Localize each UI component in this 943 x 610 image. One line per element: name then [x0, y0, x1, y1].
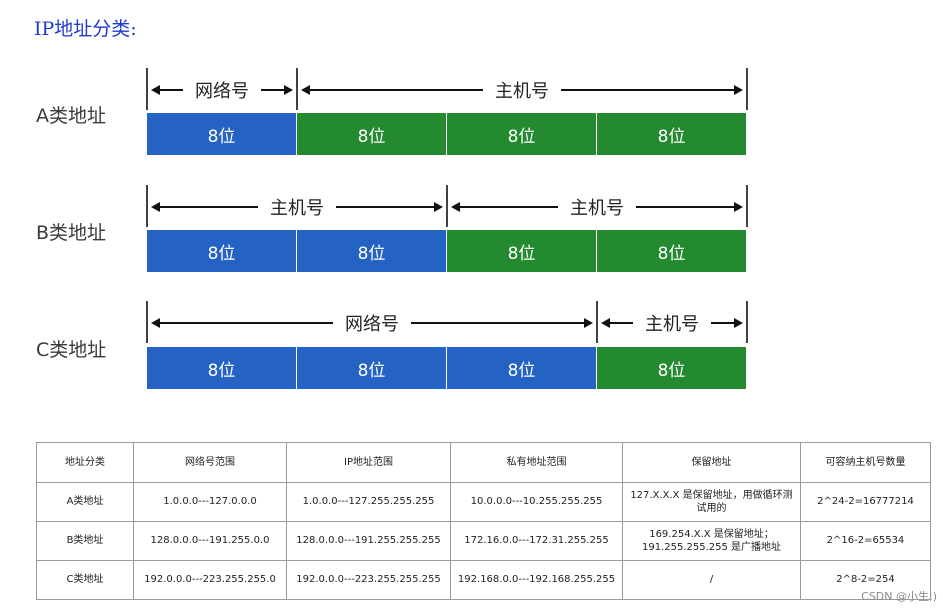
- table-cell: 2^8-2=254: [800, 560, 931, 600]
- table-header-cell: 保留地址: [622, 442, 801, 483]
- page-title: IP地址分类:: [34, 18, 137, 40]
- arrow-head-left: [151, 202, 160, 212]
- table-row: B类地址 128.0.0.0---191.255.0.0 128.0.0.0--…: [36, 521, 931, 561]
- table-cell: 127.X.X.X 是保留地址，用做循环测试用的: [622, 482, 801, 522]
- host-bits-cell: 8位: [447, 113, 597, 155]
- table-cell: 1.0.0.0---127.0.0.0: [133, 482, 287, 522]
- table-cell: 1.0.0.0---127.255.255.255: [286, 482, 451, 522]
- table-cell: C类地址: [36, 560, 134, 600]
- table-cell: 2^16-2=65534: [800, 521, 931, 561]
- table-cell: 192.168.0.0---192.168.255.255: [450, 560, 623, 600]
- table-cell: 192.0.0.0---223.255.255.255: [286, 560, 451, 600]
- table-header-cell: 网络号范围: [133, 442, 287, 483]
- table-cell: /: [622, 560, 801, 600]
- table-cell: 169.254.X.X 是保留地址；191.255.255.255 是广播地址: [622, 521, 801, 561]
- span-label: 网络号: [333, 310, 411, 336]
- host-bits-cell: 8位: [447, 230, 597, 272]
- network-bits-cell: 8位: [147, 230, 297, 272]
- span-label: 主机号: [483, 77, 561, 103]
- table-header-row: 地址分类 网络号范围 IP地址范围 私有地址范围 保留地址 可容纳主机号数量: [36, 442, 931, 483]
- watermark: CSDN @小生;): [861, 590, 937, 603]
- host-bits-cell: 8位: [597, 230, 747, 272]
- host-bits-cell: 8位: [597, 347, 747, 389]
- table-cell: 10.0.0.0---10.255.255.255: [450, 482, 623, 522]
- arrow-head-left: [151, 85, 160, 95]
- table-header-cell: IP地址范围: [286, 442, 451, 483]
- arrow-head-right: [734, 202, 743, 212]
- arrow-head-left: [301, 85, 310, 95]
- row-label: C类地址: [36, 339, 107, 361]
- network-bits-cell: 8位: [447, 347, 597, 389]
- network-bits-cell: 8位: [297, 347, 447, 389]
- arrow-head-right: [434, 202, 443, 212]
- network-bits-cell: 8位: [147, 113, 297, 155]
- table-cell: 128.0.0.0---191.255.0.0: [133, 521, 287, 561]
- host-bits-cell: 8位: [297, 113, 447, 155]
- table-cell: 172.16.0.0---172.31.255.255: [450, 521, 623, 561]
- table-row: A类地址 1.0.0.0---127.0.0.0 1.0.0.0---127.2…: [36, 482, 931, 522]
- host-bits-cell: 8位: [597, 113, 747, 155]
- table-cell: B类地址: [36, 521, 134, 561]
- span-label: 网络号: [183, 77, 261, 103]
- table-cell: 2^24-2=16777214: [800, 482, 931, 522]
- table-cell: 128.0.0.0---191.255.255.255: [286, 521, 451, 561]
- table-cell: 192.0.0.0---223.255.255.0: [133, 560, 287, 600]
- ip-class-table: 地址分类 网络号范围 IP地址范围 私有地址范围 保留地址 可容纳主机号数量 A…: [36, 442, 931, 600]
- arrow-head-left: [151, 318, 160, 328]
- row-label: B类地址: [36, 222, 107, 244]
- table-row: C类地址 192.0.0.0---223.255.255.0 192.0.0.0…: [36, 560, 931, 600]
- table-cell: A类地址: [36, 482, 134, 522]
- arrow-head-left: [451, 202, 460, 212]
- span-label: 主机号: [258, 194, 336, 220]
- table-header-cell: 地址分类: [36, 442, 134, 483]
- span-label: 主机号: [558, 194, 636, 220]
- table-header-cell: 私有地址范围: [450, 442, 623, 483]
- span-label: 主机号: [633, 310, 711, 336]
- table-header-cell: 可容纳主机号数量: [800, 442, 931, 483]
- arrow-head-right: [734, 85, 743, 95]
- network-bits-cell: 8位: [297, 230, 447, 272]
- row-label: A类地址: [36, 105, 106, 127]
- arrow-head-right: [584, 318, 593, 328]
- arrow-head-right: [734, 318, 743, 328]
- network-bits-cell: 8位: [147, 347, 297, 389]
- arrow-head-left: [601, 318, 610, 328]
- arrow-head-right: [284, 85, 293, 95]
